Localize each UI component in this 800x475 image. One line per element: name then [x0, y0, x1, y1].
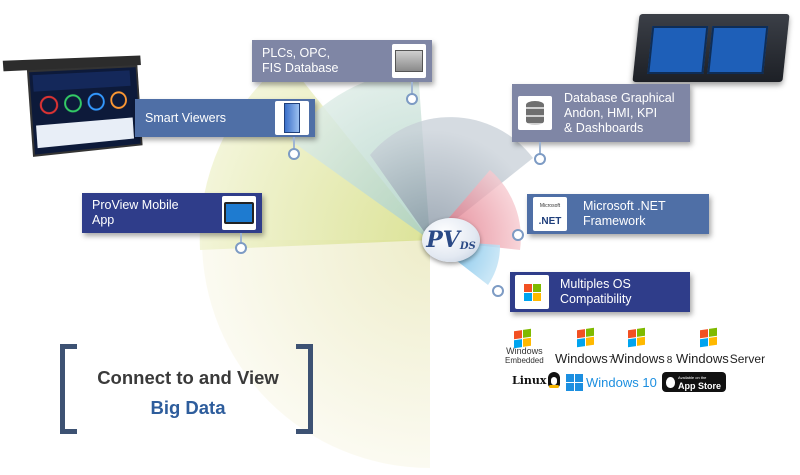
windows-10-text: Windows 10 — [586, 375, 657, 390]
tux-icon — [548, 372, 561, 388]
node-database-dot — [534, 153, 546, 165]
headline-line1: Connect to and View — [97, 367, 279, 388]
center-logo-sub: DS — [459, 240, 476, 252]
windows-7-version: 7 — [608, 355, 615, 366]
headline-line2: Big Data — [150, 397, 226, 418]
windows-server-logo: Windows Server — [676, 327, 766, 366]
node-smart-viewers-label: Smart Viewers — [145, 110, 227, 125]
windows-logo-icon — [515, 275, 549, 309]
headline-left-bracket — [60, 344, 77, 434]
windows-server-version: Server — [729, 352, 766, 366]
node-plc-label: PLCs, OPC, FIS Database — [262, 46, 339, 75]
petal-teal — [290, 70, 430, 240]
node-mobile-box: ProView Mobile App — [82, 193, 262, 233]
windows-7-logo: Windows 7 — [555, 327, 615, 366]
center-logo-main: PV — [426, 227, 460, 253]
windows-8-brand: Windows — [612, 351, 665, 366]
node-dotnet-box: Microsoft .NET Microsoft .NET Framework — [527, 194, 709, 234]
node-mobile-label: ProView Mobile App — [92, 198, 179, 227]
windows-7-brand: Windows — [555, 351, 608, 366]
app-store-badge: Available on the App Store — [662, 372, 726, 392]
windows-embedded-logo: Windows Embedded — [505, 328, 544, 365]
database-icon — [518, 96, 552, 130]
node-plc-dot — [406, 93, 418, 105]
windows-10-logo: Windows 10 — [566, 374, 657, 391]
kiosk-display-image — [2, 55, 146, 157]
linux-text: Linux — [512, 373, 547, 387]
windows-embedded-line1: Windows — [506, 346, 543, 356]
windows-server-brand: Windows — [676, 351, 729, 366]
node-mobile-dot — [235, 242, 247, 254]
server-rack-image — [632, 14, 790, 82]
node-dotnet-dot — [512, 229, 524, 241]
windows-8-logo: Windows 8 — [612, 327, 673, 366]
node-database-box: Database Graphical Andon, HMI, KPI & Das… — [512, 84, 690, 142]
node-dotnet-label: Microsoft .NET Framework — [583, 199, 666, 228]
dotnet-icon: Microsoft .NET — [533, 197, 567, 231]
windows-8-version: 8 — [666, 355, 673, 366]
linux-logo: Linux — [512, 372, 561, 388]
plc-device-icon — [392, 44, 426, 78]
headline-right-bracket — [296, 344, 313, 434]
dotnet-icon-text: .NET — [538, 216, 562, 227]
node-plc-box: PLCs, OPC, FIS Database — [252, 40, 432, 82]
app-store-small: Available on the — [678, 375, 707, 380]
app-store-text: App Store — [678, 381, 722, 391]
node-os-dot — [492, 285, 504, 297]
petal-cream — [202, 240, 430, 468]
node-smart-viewers-box: Smart Viewers — [135, 99, 315, 137]
pvds-center-logo: PV DS — [422, 218, 480, 262]
apple-icon — [666, 376, 675, 388]
node-database-label: Database Graphical Andon, HMI, KPI & Das… — [564, 90, 675, 135]
windows-embedded-line2: Embedded — [505, 356, 544, 365]
tablet-icon — [222, 196, 256, 230]
dotnet-icon-small: Microsoft — [539, 203, 561, 209]
node-os-box: Multiples OS Compatibility — [510, 272, 690, 312]
smart-viewer-icon — [275, 101, 309, 135]
node-smart-viewers-dot — [288, 148, 300, 160]
node-os-label: Multiples OS Compatibility — [560, 277, 632, 306]
petal-gray — [370, 117, 533, 240]
